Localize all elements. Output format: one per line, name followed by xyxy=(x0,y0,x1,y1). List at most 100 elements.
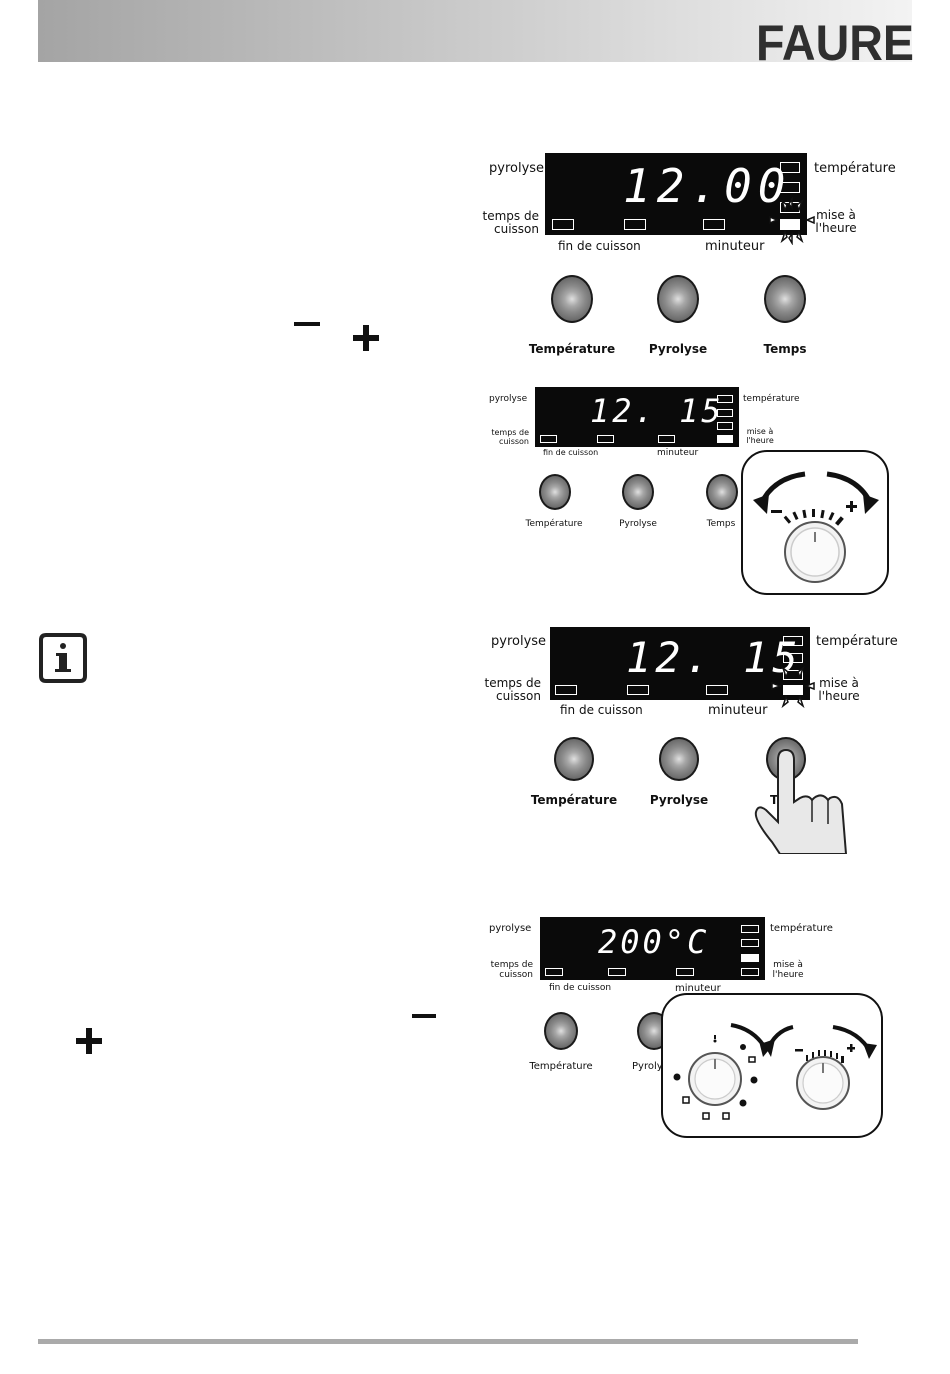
label-l-heure: l'heure xyxy=(818,689,860,703)
label-pyrolyse: pyrolyse xyxy=(491,634,547,649)
pyrolyse-button[interactable] xyxy=(657,275,699,323)
indicator-box xyxy=(540,435,557,443)
label-fin-de-cuisson: fin de cuisson xyxy=(543,448,599,457)
label-mise-a: mise à xyxy=(819,676,859,690)
indicator-box xyxy=(741,939,759,947)
display-screen: 12. 15 xyxy=(550,627,810,700)
indicator-box xyxy=(780,182,800,193)
label-temperature: température xyxy=(814,161,896,176)
label-pyrolyse: pyrolyse xyxy=(489,161,545,176)
temps-button[interactable] xyxy=(764,275,806,323)
temperature-button[interactable] xyxy=(539,474,571,510)
faure-logo: FAURE xyxy=(756,18,914,62)
label-l-heure: l'heure xyxy=(746,436,774,445)
label-pyrolyse: pyrolyse xyxy=(489,394,528,404)
indicator-box xyxy=(783,653,803,663)
dual-knob-inset xyxy=(661,993,883,1138)
button-label-pyrolyse: Pyrolyse xyxy=(648,342,708,356)
indicator-box xyxy=(658,435,675,443)
indicator-box xyxy=(717,409,733,417)
indicator-box xyxy=(555,685,577,695)
label-mise-a: mise à xyxy=(773,960,803,970)
label-temperature: température xyxy=(770,923,833,934)
button-label-pyrolyse: Pyrolyse xyxy=(619,519,657,529)
display-screen: 12.00 xyxy=(545,153,807,235)
display-screen: 12. 15 xyxy=(535,387,739,447)
temperature-button[interactable] xyxy=(544,1012,578,1050)
label-mise-a: mise à xyxy=(816,208,856,222)
label-temps-de: temps de xyxy=(482,209,539,223)
button-label-pyrolyse-truncated: Pyroly xyxy=(632,1061,663,1072)
footer-line xyxy=(38,1339,858,1344)
rotary-knob-icon xyxy=(753,471,879,583)
display-value: 200°C xyxy=(598,923,710,961)
function-and-adjust-knobs-icon xyxy=(673,1023,877,1120)
display-screen: 200°C xyxy=(540,917,765,980)
button-label-pyrolyse: Pyrolyse xyxy=(649,793,709,807)
button-label-temps: Temps xyxy=(763,342,807,356)
indicator-box-active xyxy=(780,219,800,230)
button-label-temperature: Température xyxy=(528,342,616,356)
indicator-box xyxy=(597,435,614,443)
label-l-heure: l'heure xyxy=(815,221,857,235)
label-pyrolyse: pyrolyse xyxy=(489,923,532,934)
indicator-box xyxy=(717,422,733,430)
temperature-button[interactable] xyxy=(554,737,594,781)
indicator-box xyxy=(783,670,803,680)
label-cuisson: cuisson xyxy=(499,970,533,980)
svg-text:FAURE: FAURE xyxy=(756,18,914,62)
indicator-box xyxy=(706,685,728,695)
blink-rays-icon xyxy=(771,665,815,709)
label-minuteur: minuteur xyxy=(708,703,768,718)
temperature-button[interactable] xyxy=(551,275,593,323)
blink-rays-icon xyxy=(769,196,815,245)
label-cuisson: cuisson xyxy=(494,222,539,236)
display-value: 12. 15 xyxy=(590,392,724,430)
indicator-box-active xyxy=(717,435,733,443)
knob-inset xyxy=(741,450,889,595)
label-cuisson: cuisson xyxy=(499,437,529,446)
indicator-box xyxy=(780,162,800,173)
label-minuteur: minuteur xyxy=(657,448,699,458)
temps-button[interactable] xyxy=(706,474,738,510)
pointing-hand-icon xyxy=(754,748,848,854)
indicator-box xyxy=(552,219,574,230)
pyrolyse-button[interactable] xyxy=(659,737,699,781)
indicator-box xyxy=(608,968,626,976)
label-cuisson: cuisson xyxy=(496,689,541,703)
pyrolyse-button[interactable] xyxy=(622,474,654,510)
minus-sign xyxy=(294,322,320,326)
button-label-temperature: Température xyxy=(530,793,618,807)
label-minuteur: minuteur xyxy=(675,983,721,994)
indicator-box xyxy=(703,219,725,230)
indicator-box xyxy=(624,219,646,230)
label-fin-de-cuisson: fin de cuisson xyxy=(558,239,641,253)
label-mise-a: mise à xyxy=(746,427,774,436)
display-value: 12.00 xyxy=(623,159,792,213)
info-icon xyxy=(39,633,87,683)
button-label-temperature: Température xyxy=(525,519,583,529)
label-minuteur: minuteur xyxy=(705,239,765,254)
label-temperature: température xyxy=(743,394,800,404)
indicator-box xyxy=(717,395,733,403)
display-value: 12. 15 xyxy=(626,633,802,682)
plus-sign xyxy=(353,325,379,351)
minus-sign-2 xyxy=(412,1014,436,1018)
label-temps-de: temps de xyxy=(491,428,529,437)
indicator-box xyxy=(783,636,803,646)
label-temps-de: temps de xyxy=(490,960,533,970)
indicator-box xyxy=(545,968,563,976)
header-bar xyxy=(38,0,912,62)
plus-sign-2 xyxy=(76,1028,102,1054)
indicator-box xyxy=(627,685,649,695)
button-label-temps: Temps xyxy=(706,519,736,529)
indicator-box xyxy=(741,968,759,976)
label-fin-de-cuisson: fin de cuisson xyxy=(560,703,643,717)
label-temps-de: temps de xyxy=(484,676,541,690)
label-temperature: température xyxy=(816,634,898,649)
indicator-box-active xyxy=(741,954,759,962)
indicator-box xyxy=(741,925,759,933)
indicator-box xyxy=(676,968,694,976)
label-fin-de-cuisson: fin de cuisson xyxy=(549,983,612,993)
label-l-heure: l'heure xyxy=(772,970,804,980)
